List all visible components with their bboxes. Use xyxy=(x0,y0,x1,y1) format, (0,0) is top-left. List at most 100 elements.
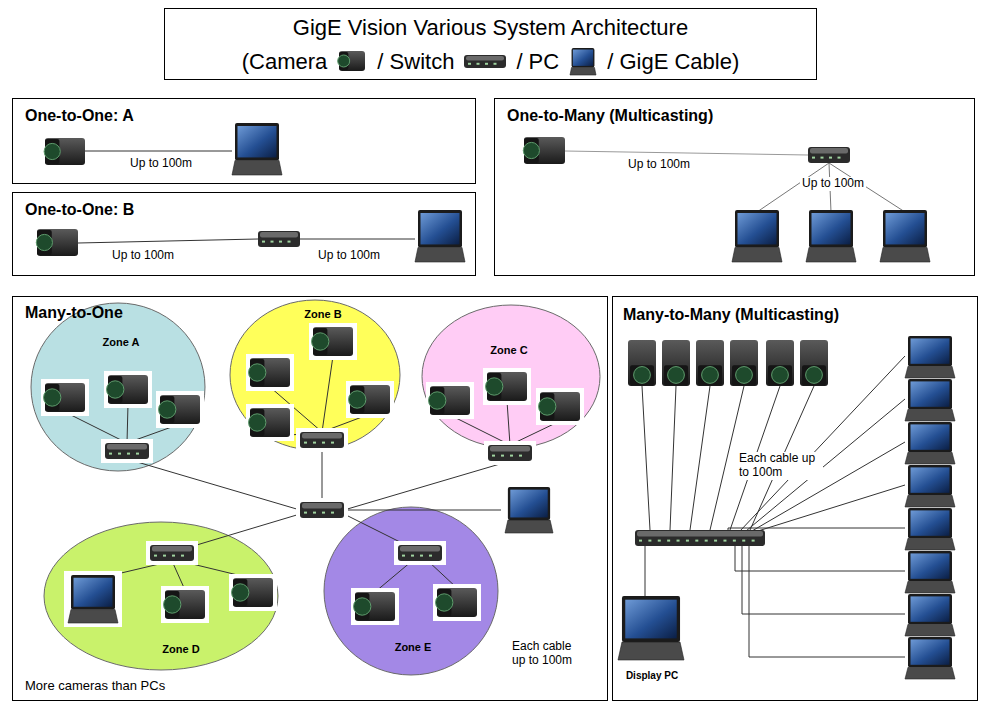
zone-label: Zone A xyxy=(103,336,140,349)
gige-cable xyxy=(450,415,510,445)
pc-screen xyxy=(911,338,950,363)
pc-base xyxy=(505,520,553,533)
camera-icon xyxy=(800,340,828,386)
pc-screen xyxy=(238,126,277,157)
switch-led xyxy=(723,540,726,542)
camera-icon xyxy=(229,574,277,611)
switch-led xyxy=(714,540,717,542)
switch-led xyxy=(510,455,513,457)
camera-lens xyxy=(36,234,52,250)
gige-cable xyxy=(127,404,128,443)
cable-length: Up to 100m xyxy=(130,157,192,171)
switch-led xyxy=(829,157,832,159)
panel-heading: One-to-One: B xyxy=(25,201,134,219)
gige-cable xyxy=(758,485,905,531)
key-text: (Camera xyxy=(242,49,328,75)
camera-lens xyxy=(736,367,753,384)
switch-top xyxy=(302,433,342,439)
camera-front xyxy=(45,139,59,164)
switch-top xyxy=(637,531,763,537)
gige-cable xyxy=(127,459,300,510)
zone-ellipse xyxy=(230,300,400,450)
switch-led xyxy=(648,540,651,542)
switch-top xyxy=(810,148,848,154)
icon-backing xyxy=(484,441,536,465)
switch-icon xyxy=(258,231,300,247)
pc-screen xyxy=(510,490,547,518)
gige-cable xyxy=(742,546,905,614)
camera-lens xyxy=(232,584,249,601)
switch-led xyxy=(658,540,661,542)
switch-icon xyxy=(808,147,850,163)
zone-ellipse xyxy=(324,507,498,675)
camera-icon xyxy=(36,229,78,256)
pc-screen xyxy=(911,467,950,492)
camera-body xyxy=(45,138,85,165)
camera-lens xyxy=(668,367,685,384)
camera-lens xyxy=(354,598,371,615)
key-icon xyxy=(462,47,508,77)
camera-icon xyxy=(696,340,724,386)
zone-label: Zone B xyxy=(304,308,341,321)
switch-body xyxy=(398,545,442,561)
camera-icon xyxy=(730,340,758,386)
pc-screen xyxy=(573,50,593,66)
gige-cable xyxy=(300,239,415,240)
switch-led xyxy=(667,540,670,542)
switch-icon xyxy=(101,439,153,463)
gige-cable xyxy=(507,401,510,445)
switch-icon xyxy=(464,55,506,68)
pc-screen-frame xyxy=(908,336,952,366)
camera-icon xyxy=(351,588,399,625)
pc-screen xyxy=(74,578,113,607)
pc-base xyxy=(68,610,118,623)
pc-base xyxy=(732,247,782,262)
pc-screen xyxy=(421,213,460,244)
pc-base xyxy=(905,495,955,507)
switch-led xyxy=(109,453,112,455)
switch-led xyxy=(705,540,708,542)
switch-icon xyxy=(635,530,765,546)
camera-lens xyxy=(702,367,719,384)
pc-screen xyxy=(911,639,950,664)
topology-panel: One-to-One: B xyxy=(12,192,476,276)
switch-body xyxy=(464,55,506,68)
camera-lens xyxy=(429,392,446,409)
camera-front xyxy=(524,138,539,163)
camera-lens xyxy=(634,367,651,384)
gige-cable xyxy=(565,151,808,155)
camera-body xyxy=(766,340,794,386)
switch-top xyxy=(107,444,147,450)
switch-top xyxy=(260,232,298,238)
camera-lens xyxy=(312,333,329,350)
cable-length: Up to 100m xyxy=(112,249,174,263)
camera-lens xyxy=(164,596,181,613)
switch-led xyxy=(519,455,522,457)
switch-body xyxy=(105,443,149,459)
gige-cable xyxy=(690,386,710,530)
icon-backing xyxy=(296,498,348,522)
switch-top xyxy=(466,56,504,61)
pc-icon xyxy=(905,379,955,421)
key-text: / PC xyxy=(516,49,559,75)
pc-base xyxy=(618,642,684,660)
switch-led xyxy=(163,555,166,557)
switch-led xyxy=(752,540,755,542)
pc-screen-frame xyxy=(908,637,952,667)
pc-icon xyxy=(806,210,856,262)
panel-heading: One-to-Many (Multicasting) xyxy=(507,107,713,125)
zone-label: Zone D xyxy=(162,643,199,656)
pc-icon xyxy=(570,48,596,75)
gige-cable xyxy=(642,386,650,530)
gige-cable xyxy=(670,386,676,530)
camera-lens xyxy=(349,391,366,408)
pc-screen-frame xyxy=(908,465,952,495)
switch-led xyxy=(494,63,497,65)
switch-led xyxy=(429,555,432,557)
switch-led xyxy=(812,157,815,159)
switch-led xyxy=(322,442,325,444)
gige-cable xyxy=(740,356,905,531)
gige-cable xyxy=(78,239,258,243)
camera-icon xyxy=(536,388,584,425)
